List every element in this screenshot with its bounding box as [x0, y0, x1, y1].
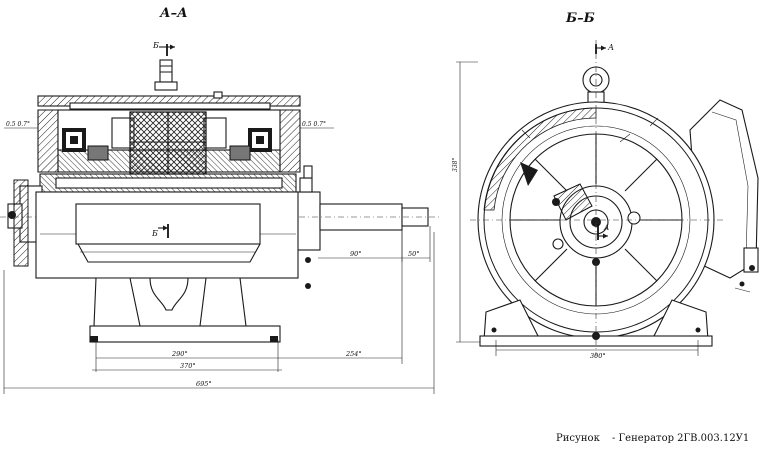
mounting-feet	[89, 277, 281, 343]
tolerance-left: 0.5 0.7°	[6, 121, 30, 128]
dim-370: 370°	[180, 362, 196, 370]
stator-winding	[62, 117, 272, 161]
caption-label: Рисунок	[556, 433, 601, 444]
cut-label-b-top: Б	[152, 41, 159, 50]
cut-label-b-mid: Б	[151, 229, 158, 238]
dim-290: 290°	[171, 350, 188, 358]
lifting-lug-left	[154, 59, 178, 91]
section-a-title: А–А	[159, 6, 188, 21]
cut-marker-a-top: А	[595, 43, 614, 54]
cut-label-a-top: А	[607, 43, 614, 52]
cut-marker-b-top: Б	[152, 41, 175, 56]
cut-label-a-mid: А	[603, 224, 609, 232]
caption-title: - Генератор 2ГВ.003.12У1	[612, 433, 749, 444]
stator-core	[129, 111, 207, 175]
section-b-view: Б–Б А	[452, 11, 759, 360]
tolerance-right: 0.5 0.7°	[302, 121, 326, 128]
bearing-shield-left	[8, 165, 313, 289]
dim-90: 90°	[350, 250, 362, 258]
lifting-eye	[582, 66, 610, 105]
cut-marker-a-mid: А	[597, 224, 609, 240]
frame-body	[35, 191, 299, 311]
figure-caption: Рисунок - Генератор 2ГВ.003.12У1	[556, 433, 749, 444]
dimensions-left: 90° 50° 290° 254° 370° 695°	[3, 226, 435, 394]
dim-254: 254°	[345, 350, 362, 358]
dim-695: 695°	[196, 380, 212, 388]
section-a-view: А–А Б	[0, 6, 440, 394]
dim-vertical: 338°	[452, 158, 459, 172]
cut-marker-b-mid: Б	[151, 224, 169, 238]
dimensions-right: 338° 300°	[452, 61, 699, 360]
top-cover	[37, 91, 301, 111]
section-b-title: Б–Б	[565, 11, 595, 26]
dim-300: 300°	[590, 352, 606, 360]
dim-50: 50°	[408, 250, 420, 258]
